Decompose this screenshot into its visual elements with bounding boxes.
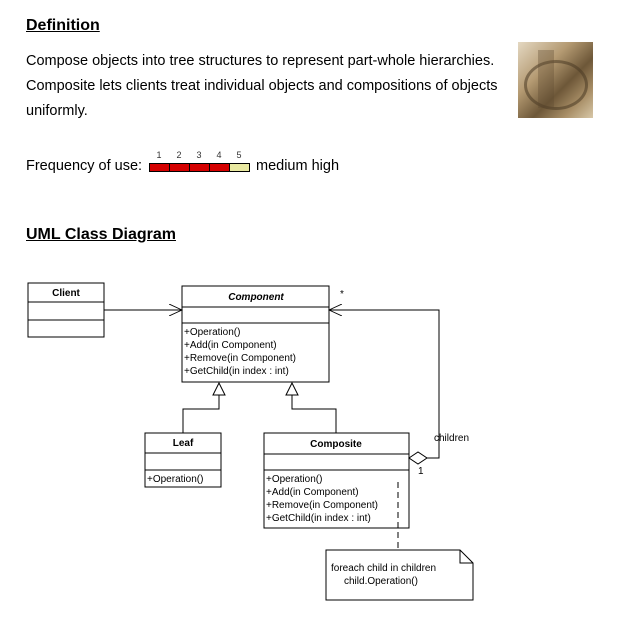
composite-class-name: Composite [310, 439, 362, 450]
frequency-value: medium high [256, 158, 340, 174]
frequency-scale: 1 2 3 4 5 [149, 150, 250, 160]
component-method: +Add(in Component) [184, 340, 277, 351]
definition-heading: Definition [26, 17, 100, 34]
leaf-class-name: Leaf [173, 438, 194, 449]
pattern-photo [518, 42, 593, 118]
frequency-meter [149, 163, 250, 172]
inheritance-lines [182, 381, 337, 433]
client-class-name: Client [52, 288, 80, 299]
definition-line: Compose objects into tree structures to … [26, 53, 495, 69]
note-line: child.Operation() [344, 576, 418, 587]
composite-method: +Operation() [266, 474, 322, 485]
frequency-scale-number: 1 [156, 150, 162, 160]
children-aggregation: * 1 children [329, 289, 469, 477]
component-class: Component +Operation() +Add(in Component… [181, 285, 330, 383]
frequency-scale-number: 3 [196, 150, 202, 160]
frequency-segment [150, 164, 169, 171]
aggregation-diamond [408, 451, 428, 465]
client-class: Client [27, 282, 105, 338]
frequency-scale-number: 2 [176, 150, 182, 160]
frequency-segment [230, 164, 249, 171]
multiplicity-one: 1 [418, 466, 424, 477]
inheritance-arrowhead [285, 381, 299, 396]
component-class-name: Component [228, 292, 284, 303]
leaf-class: Leaf +Operation() [144, 432, 222, 488]
frequency-scale-number: 5 [236, 150, 242, 160]
composite-method: +GetChild(in index : int) [266, 513, 371, 524]
frequency-segment [190, 164, 209, 171]
frequency-segment [210, 164, 229, 171]
definition-line: Composite lets clients treat individual … [26, 78, 498, 94]
multiplicity-many: * [340, 289, 344, 300]
component-method: +GetChild(in index : int) [184, 366, 289, 377]
leaf-method: +Operation() [147, 474, 203, 485]
definition-line: uniformly. [26, 103, 88, 119]
component-method: +Operation() [184, 327, 240, 338]
children-role-label: children [434, 433, 469, 444]
composite-method: +Remove(in Component) [266, 500, 378, 511]
frequency-scale-number: 4 [216, 150, 222, 160]
component-method: +Remove(in Component) [184, 353, 296, 364]
inheritance-arrowhead [212, 381, 226, 396]
note-line: foreach child in children [331, 563, 436, 574]
frequency-segment [170, 164, 189, 171]
frequency-label: Frequency of use: [26, 158, 143, 174]
composite-method: +Add(in Component) [266, 487, 359, 498]
operation-note: foreach child in children child.Operatio… [325, 482, 474, 601]
definition-text: Compose objects into tree structures to … [26, 49, 511, 124]
uml-heading: UML Class Diagram [26, 226, 176, 243]
composite-class: Composite +Operation() +Add(in Component… [263, 432, 410, 529]
